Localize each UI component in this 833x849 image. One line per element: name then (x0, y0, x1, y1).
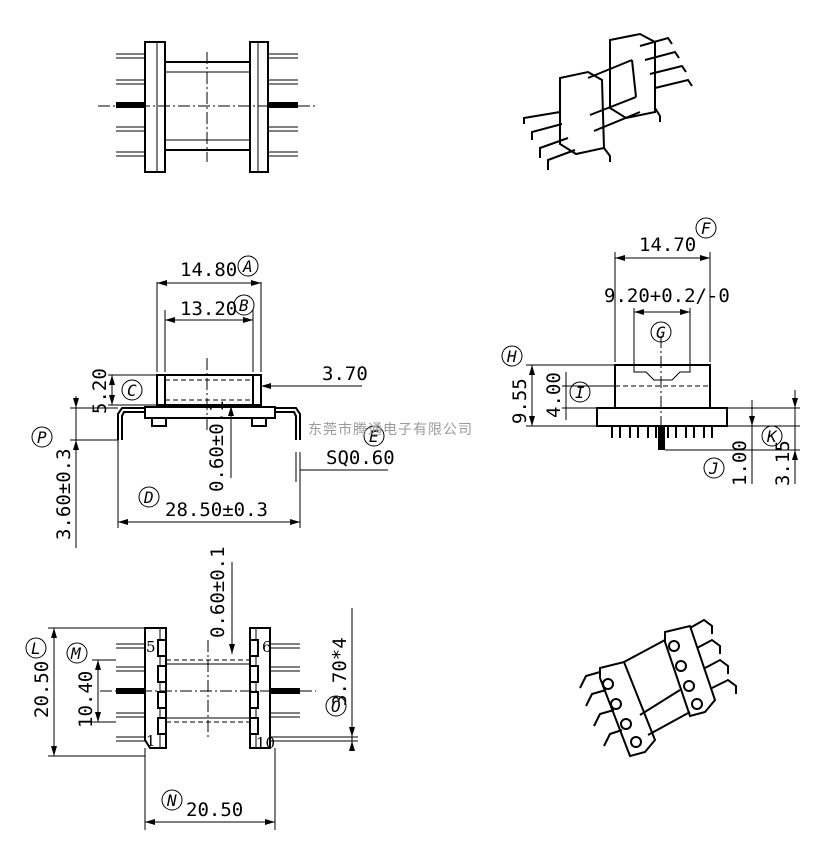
pin-6-label: 6 (262, 638, 272, 656)
dim-i-text: 4.00 (543, 372, 565, 418)
dim-e-text: SQ0.60 (326, 447, 395, 469)
dim-b-text: 13.20 (180, 298, 237, 320)
label-h: H (506, 347, 517, 366)
isometric-view-top (523, 32, 693, 170)
pin-1-label: 1 (146, 732, 156, 750)
bottom-view: 5 6 1 10 0.60±0.1 20.50 L 10.40 M 3.70*4… (25, 546, 358, 830)
dim-pitch-text: 3.70 (322, 363, 368, 385)
dim-a-text: 14.80 (180, 259, 237, 281)
pin-10-label: 10 (256, 734, 275, 752)
label-c: C (127, 381, 137, 400)
label-d: D (143, 488, 154, 507)
top-view (98, 41, 315, 173)
dim-m-text: 10.40 (75, 671, 97, 728)
dim-d-text: 28.50±0.3 (165, 499, 268, 521)
dim-g-text: 9.20+0.2/-0 (604, 285, 730, 307)
label-n: N (166, 791, 177, 810)
dim-l-text: 20.50 (31, 661, 53, 718)
label-l: L (31, 639, 41, 658)
side-view: 14.70 F 9.20+0.2/-0 G 9.55 H 4.00 I 1.00 (501, 217, 800, 486)
dim-j-text: 1.00 (729, 440, 751, 486)
dim-p-text: 3.60±0.3 (53, 448, 75, 540)
label-k: K (766, 427, 778, 446)
dim-c-text: 5.20 (89, 368, 111, 414)
dim-flange-bottom-text: 0.60±0.1 (207, 546, 229, 638)
dim-f-text: 14.70 (639, 234, 696, 256)
label-g: G (656, 323, 666, 342)
dim-n-text: 20.50 (186, 799, 243, 821)
label-f: F (701, 219, 711, 238)
dim-k-text: 3.15 (772, 440, 794, 486)
label-p: P (37, 428, 47, 447)
dim-o-text: 3.70*4 (329, 637, 351, 706)
label-o: O (331, 697, 341, 716)
dim-h-text: 9.55 (509, 378, 531, 424)
pin-5-label: 5 (146, 638, 156, 656)
dim-flange-text: 0.60±0.1 (206, 400, 228, 492)
isometric-view-bottom (579, 618, 737, 758)
label-m: M (70, 644, 82, 663)
label-j: J (708, 459, 719, 478)
label-a: A (242, 257, 253, 276)
watermark: 东莞市腾通电子有限公司 (308, 421, 473, 438)
label-e: E (369, 427, 379, 446)
front-view: 14.80 A 13.20 B 5.20 C 3.70 0.60±0.1 SQ0… (31, 255, 395, 548)
label-i: I (575, 383, 585, 402)
label-b: B (239, 296, 249, 315)
